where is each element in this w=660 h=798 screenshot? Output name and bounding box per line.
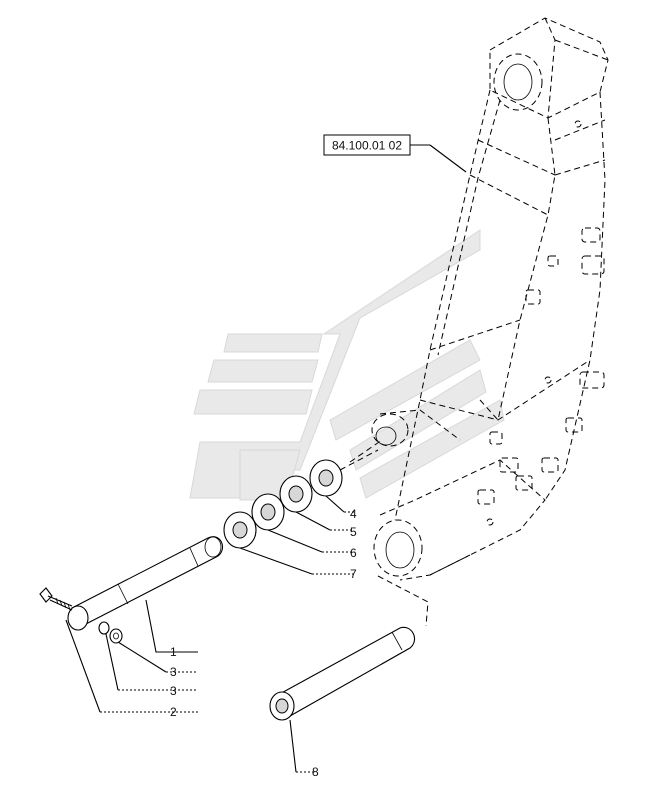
callout-7: 7 (350, 567, 357, 581)
callout-3a: 3 (170, 665, 177, 679)
nut-3a (98, 621, 110, 635)
washer-5 (279, 475, 313, 513)
callout-5: 5 (350, 525, 357, 539)
pin-8 (269, 626, 415, 721)
reference-label: 84.100.01 02 (332, 139, 402, 153)
boom-arm (371, 17, 609, 581)
callout-1: 1 (170, 645, 177, 659)
washer-7 (223, 511, 257, 549)
callout-2: 2 (170, 705, 177, 719)
callout-8: 8 (312, 765, 319, 779)
pin-1 (67, 536, 223, 631)
bolt-2 (39, 587, 73, 611)
assembly-path-pin8 (377, 575, 429, 627)
nut-3b (109, 628, 123, 644)
washer-6 (251, 493, 285, 531)
callout-4: 4 (350, 507, 357, 521)
leader-lines (65, 495, 354, 773)
assembly-path-washers (349, 439, 383, 463)
washer-4 (309, 459, 343, 497)
callout-6: 6 (350, 546, 357, 560)
callout-3b: 3 (170, 684, 177, 698)
reference-callout: 84.100.01 02 (323, 134, 467, 173)
alignment-line (339, 449, 379, 471)
